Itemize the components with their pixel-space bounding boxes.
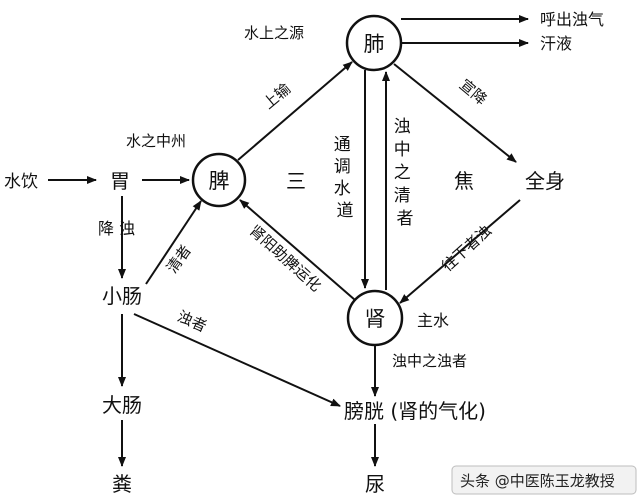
san-label: 三 xyxy=(286,169,306,193)
zhushui-label: 主水 xyxy=(417,311,449,330)
xiaochang-label: 小肠 xyxy=(102,284,142,308)
tongtiao-char-1: 通 xyxy=(334,135,351,155)
xuanjiang-label: 宣降 xyxy=(456,76,491,109)
zhuoqing-char-1: 浊 xyxy=(394,117,411,137)
shui-shang-zhi-yuan-label: 水上之源 xyxy=(244,24,304,42)
zhuoqing-char-4: 清 xyxy=(394,186,411,206)
spleen-node-label: 脾 xyxy=(209,169,230,193)
watermark-text: 头条 @中医陈玉龙教授 xyxy=(460,472,615,490)
hanye-label: 汗液 xyxy=(540,34,572,53)
arrow-shen-to-pi xyxy=(239,199,356,301)
arrow-xiaochang-to-pangguang xyxy=(133,313,341,407)
arrow-xiaochang-to-pi xyxy=(145,200,202,285)
arrow-pi-to-fei xyxy=(237,61,353,161)
fen-label: 粪 xyxy=(112,472,132,496)
jiao-label: 焦 xyxy=(454,169,474,193)
tongtiao-shuidao-label: 通 调 水 道 xyxy=(334,135,356,221)
tongtiao-char-4: 道 xyxy=(337,201,354,221)
quanshen-label: 全身 xyxy=(525,169,565,193)
dachang-label: 大肠 xyxy=(102,393,142,417)
arrow-quanshen-to-shen xyxy=(399,199,521,304)
zhuo-zhong-zhi-qing-label: 浊 中 之 清 者 xyxy=(394,117,416,229)
shangshu-label: 上输 xyxy=(260,80,295,113)
watermark-background xyxy=(451,465,637,495)
spleen-node-circle xyxy=(191,152,247,208)
huchu-zhuoqi-label: 呼出浊气 xyxy=(540,10,604,29)
zhuozhe-label: 浊者 xyxy=(175,307,210,336)
shenyang-zhupi-yunhua-label: 肾阳助脾运化 xyxy=(246,221,325,295)
tongtiao-char-3: 水 xyxy=(334,179,351,199)
zhuo-zhong-zhi-zhuozhe-label: 浊中之浊者 xyxy=(392,352,467,370)
shuiyin-label: 水饮 xyxy=(4,172,38,192)
niao-label: 尿 xyxy=(365,472,385,496)
wei-label: 胃 xyxy=(110,169,130,193)
lung-node-label: 肺 xyxy=(364,32,385,56)
shui-zhi-zhongzhou-label: 水之中州 xyxy=(126,132,186,150)
zhuoqing-char-5: 者 xyxy=(397,209,414,229)
wangxia-zhuozhe-label: 往下者浊 xyxy=(438,222,495,276)
kidney-node-label: 肾 xyxy=(365,307,386,331)
qingzhe-label: 清者 xyxy=(163,242,195,277)
pangguang-label: 膀胱 (肾的气化) xyxy=(344,399,486,423)
jiang-zhuo-label: 降 浊 xyxy=(98,219,135,238)
tongtiao-char-2: 调 xyxy=(334,157,351,177)
arrow-fei-to-quanshen xyxy=(393,63,517,163)
zhuoqing-char-2: 中 xyxy=(394,140,411,160)
zhuoqing-char-3: 之 xyxy=(394,163,411,183)
